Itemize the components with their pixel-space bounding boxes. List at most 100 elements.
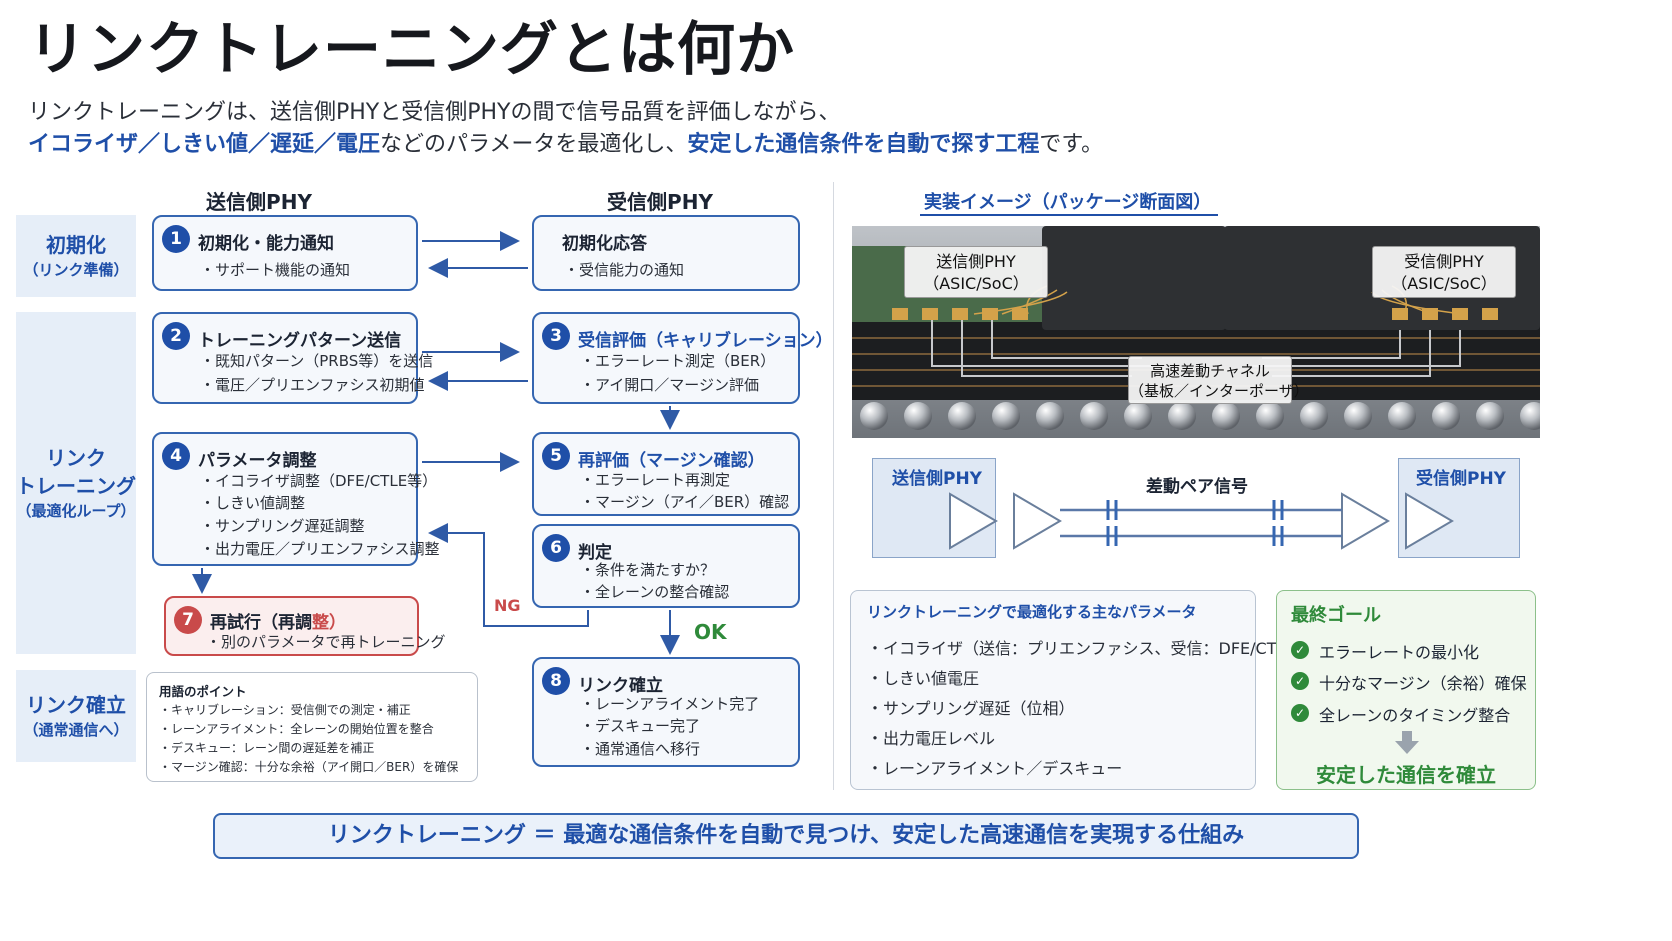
step-7-title-b: 整） [312, 613, 346, 633]
step-8-line-3: ・通常通信へ移行 [580, 740, 701, 758]
ok-label: OK [694, 620, 727, 644]
rx-chip-label-1: 受信側PHY [1404, 252, 1484, 271]
impl-heading-underline [920, 214, 1218, 216]
goal-heading: 最終ゴール [1291, 605, 1381, 626]
step-3-box: 3 受信評価（キャリブレーション） ・エラーレート測定（BER） ・アイ開口／マ… [532, 312, 833, 404]
step-2-line-1: ・既知パターン（PRBS等）を送信 [200, 352, 434, 370]
intro-mid: などのパラメータを最適化し、 [380, 132, 688, 157]
step-5-box: 5 再評価（マージン確認） ・エラーレート再測定 ・マージン（アイ／BER）確認 [532, 432, 800, 516]
signal-tx-label: 送信側PHY [892, 469, 982, 489]
buffer-triangle-icon [1405, 492, 1454, 550]
step-1-title: 初期化・能力通知 [198, 234, 334, 254]
step-2-title: トレーニングパターン送信 [198, 331, 402, 351]
goal-final: 安定した通信を確立 [1316, 763, 1496, 787]
step-6-number: 6 [542, 534, 570, 562]
phase-established-title: リンク確立 [26, 693, 126, 717]
step-5-line-1: ・エラーレート再測定 [580, 471, 731, 489]
step-6-line-2: ・全レーンの整合確認 [580, 583, 730, 601]
phase-training: リンク トレーニング （最適化ループ） [16, 312, 136, 654]
goal-box: 最終ゴール ✓ エラーレートの最小化 ✓ 十分なマージン（余裕）確保 ✓ 全レー… [1276, 590, 1536, 790]
tx-column-heading: 送信側PHY [206, 190, 312, 214]
step-2-line-2: ・電圧／プリエンファシス初期値 [200, 376, 425, 394]
step-1-number: 1 [162, 225, 190, 253]
flow-arrows [192, 231, 680, 655]
capacitor-icon [1106, 500, 1284, 546]
section-divider [833, 182, 834, 790]
check-icon: ✓ [1291, 704, 1309, 722]
check-icon: ✓ [1291, 641, 1309, 659]
channel-label-1: 高速差動チャネル [1150, 362, 1270, 380]
params-line-4: ・出力電圧レベル [867, 729, 996, 748]
terms-line-2: ・レーンアライメント：全レーンの開始位置を整合 [159, 722, 434, 736]
terms-box: 用語のポイント ・キャリブレーション：受信側での測定・補正 ・レーンアライメント… [146, 672, 478, 782]
step-7-title-a: 再試行（再調 [210, 613, 312, 633]
intro-line-2: イコライザ／しきい値／遅延／電圧などのパラメータを最適化し、安定した通信条件を自… [28, 130, 1103, 160]
step-2-number: 2 [162, 322, 190, 350]
down-arrow-icon [1395, 731, 1419, 754]
step-4-number: 4 [162, 442, 190, 470]
step-7-box: 7 再試行（再調整） ・別のパラメータで再トレーニング [164, 596, 446, 656]
rx-chip-label: 受信側PHY （ASIC/SoC） [1372, 246, 1516, 298]
intro-end: です。 [1039, 132, 1104, 157]
arrow-ng-loop [428, 523, 589, 627]
step-5-number: 5 [542, 442, 570, 470]
impl-heading: 実装イメージ（パッケージ断面図） [924, 192, 1212, 213]
diff-pair-label: 差動ペア信号 [1146, 477, 1248, 497]
step-3-line-2: ・アイ開口／マージン評価 [580, 376, 759, 394]
step-6-title: 判定 [578, 543, 612, 563]
step-7-line: ・別のパラメータで再トレーニング [206, 633, 446, 651]
goal-line-2: 十分なマージン（余裕）確保 [1319, 674, 1527, 693]
step-3-number: 3 [542, 322, 570, 350]
step-8-box: 8 リンク確立 ・レーンアライメント完了 ・デスキュー完了 ・通常通信へ移行 [532, 657, 800, 767]
params-heading: リンクトレーニングで最適化する主なパラメータ [867, 603, 1197, 621]
params-box: リンクトレーニングで最適化する主なパラメータ ・イコライザ（送信：プリエンファシ… [850, 590, 1312, 790]
step-3-title: 受信評価（キャリブレーション） [578, 331, 833, 351]
buffer-triangle-icon [1013, 492, 1062, 550]
step-1-line: ・サポート機能の通知 [200, 261, 351, 279]
solder-balls [860, 402, 1540, 430]
buffer-triangle-icon [1341, 492, 1390, 550]
step-1-response-line: ・受信能力の通知 [564, 261, 685, 279]
step-5-line-2: ・マージン（アイ／BER）確認 [580, 493, 790, 511]
step-3-line-1: ・エラーレート測定（BER） [580, 352, 776, 370]
rx-chip-label-2: （ASIC/SoC） [1391, 274, 1497, 293]
terms-line-3: ・デスキュー：レーン間の遅延差を補正 [159, 741, 375, 755]
buffer-triangle-icon [949, 492, 998, 550]
params-line-2: ・しきい値電圧 [867, 669, 980, 688]
step-7-number: 7 [174, 606, 202, 634]
step-8-number: 8 [542, 667, 570, 695]
phase-training-title-a: リンク [46, 446, 106, 470]
check-icon: ✓ [1291, 672, 1309, 690]
goal-line-1: エラーレートの最小化 [1319, 643, 1480, 662]
step-4-box: 4 パラメータ調整 ・イコライザ調整（DFE/CTLE等） ・しきい値調整 ・サ… [152, 432, 440, 566]
tx-chip [1042, 226, 1226, 330]
step-1-response-title: 初期化応答 [562, 234, 647, 254]
channel-label-2: （基板／インターポーザ） [1129, 382, 1309, 400]
tx-chip-label-2: （ASIC/SoC） [923, 274, 1029, 293]
step-4-line-3: ・サンプリング遅延調整 [200, 517, 365, 535]
terms-line-4: ・マージン確認：十分な余裕（アイ開口／BER）を確保 [159, 760, 459, 774]
phase-init: 初期化 （リンク準備） [16, 215, 136, 297]
step-8-title: リンク確立 [578, 676, 663, 696]
intro-line-1: リンクトレーニングは、送信側PHYと受信側PHYの間で信号品質を評価しながら、 [28, 100, 841, 125]
intro-highlight-params: イコライザ／しきい値／遅延／電圧 [28, 132, 381, 157]
phase-established-sub: （通常通信へ） [23, 721, 129, 739]
params-line-5: ・レーンアライメント／デスキュー [867, 759, 1123, 778]
channel-label: 高速差動チャネル （基板／インターポーザ） [1128, 356, 1309, 404]
page-title: リンクトレーニングとは何か [28, 15, 796, 83]
phase-init-sub: （リンク準備） [23, 261, 129, 279]
step-4-title: パラメータ調整 [198, 451, 317, 471]
summary-banner: リンクトレーニング ＝ 最適な通信条件を自動で見つけ、安定した高速通信を実現する… [213, 813, 1359, 859]
step-1-response-box: 初期化応答 ・受信能力の通知 [532, 215, 800, 291]
params-line-1: ・イコライザ（送信：プリエンファシス、受信：DFE/CTLE） [867, 639, 1312, 658]
rx-column-heading: 受信側PHY [607, 190, 713, 214]
signal-rx-label: 受信側PHY [1416, 469, 1506, 489]
phase-established: リンク確立 （通常通信へ） [16, 670, 136, 762]
step-8-line-2: ・デスキュー完了 [580, 717, 701, 735]
goal-line-3: 全レーンのタイミング整合 [1319, 706, 1511, 725]
step-7-title: 再試行（再調整） [210, 608, 346, 633]
intro-highlight-goal: 安定した通信条件を自動で探す工程 [687, 132, 1040, 157]
terms-line-1: ・キャリブレーション：受信側での測定・補正 [159, 703, 411, 717]
tx-chip-label: 送信側PHY （ASIC/SoC） [904, 246, 1048, 298]
phase-training-sub: （最適化ループ） [16, 502, 136, 520]
